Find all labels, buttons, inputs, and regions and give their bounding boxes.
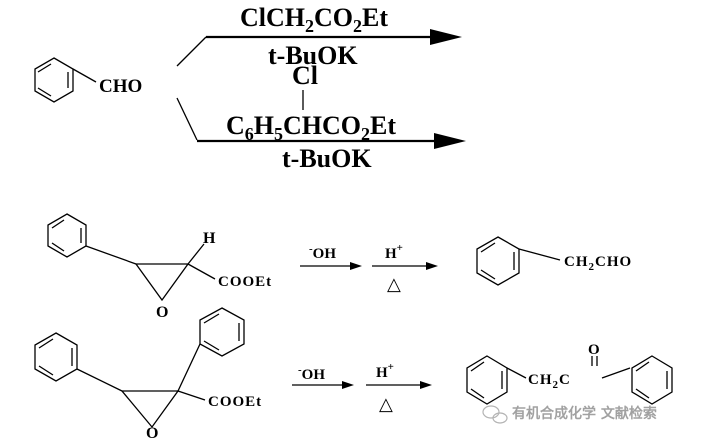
- phenylacetaldehyde: CH2CHO: [476, 236, 632, 286]
- reagent-2-base: t-BuOK: [282, 144, 372, 173]
- glycidic-ester-1: H COOEt O: [47, 213, 272, 321]
- ester-label: COOEt: [218, 274, 272, 290]
- acid-heat-step-2: H+ △: [366, 361, 432, 414]
- proton-label: H+: [385, 242, 403, 262]
- phenyl-ring: [476, 236, 520, 286]
- aldehyde-bond: [72, 68, 97, 83]
- phenyl-ring-right: [199, 307, 245, 357]
- hydrogen-label: H: [203, 230, 216, 247]
- acid-heat-step-1: H+ △: [372, 242, 438, 294]
- hydroxide-label: -OH: [309, 243, 336, 262]
- reagent-1-base: t-BuOK: [268, 41, 358, 70]
- benzene-ring: [34, 57, 74, 103]
- phenyl-ring-left: [34, 332, 78, 382]
- hydrolysis-step-2: -OH: [292, 364, 354, 389]
- hydroxide-label: -OH: [298, 364, 325, 383]
- branch-line-upper: [176, 36, 207, 67]
- heat-icon: △: [379, 394, 393, 414]
- epoxide-oxygen-label: O: [156, 304, 168, 321]
- hydrolysis-step-1: -OH: [300, 243, 362, 270]
- epoxide-ring: [134, 263, 190, 302]
- watermark-text: 有机合成化学 文献检索: [512, 405, 657, 422]
- reagent-2-formula: C6H5CHCO2Et: [226, 111, 396, 144]
- reaction-arrow-2: [197, 133, 466, 149]
- chloro-label: Cl: [292, 61, 318, 90]
- phenyl-ring-right: [631, 355, 673, 405]
- deoxybenzoin: CH2C O: [466, 342, 673, 405]
- heat-icon: △: [387, 274, 401, 294]
- ester-label: COOEt: [208, 394, 262, 410]
- carbonyl-oxygen-label: O: [588, 342, 600, 358]
- product-2-label: CH2C: [528, 372, 571, 391]
- reagent-1-formula: ClCH2CO2Et: [240, 3, 388, 36]
- phenyl-ring-left: [466, 355, 508, 405]
- epoxide-ring: [120, 390, 180, 429]
- epoxide-oxygen-label: O: [146, 425, 158, 442]
- watermark: 有机合成化学 文献检索: [482, 405, 657, 424]
- reaction-arrow-1: [206, 29, 462, 45]
- aldehyde-label: CHO: [99, 76, 142, 97]
- glycidic-ester-2: COOEt O: [34, 307, 262, 442]
- phenyl-ring: [47, 213, 87, 258]
- branch-line-lower: [176, 97, 198, 141]
- wechat-icon: [482, 405, 508, 424]
- product-1-label: CH2CHO: [564, 254, 632, 273]
- proton-label: H+: [376, 361, 394, 381]
- benzaldehyde: CHO: [34, 57, 142, 103]
